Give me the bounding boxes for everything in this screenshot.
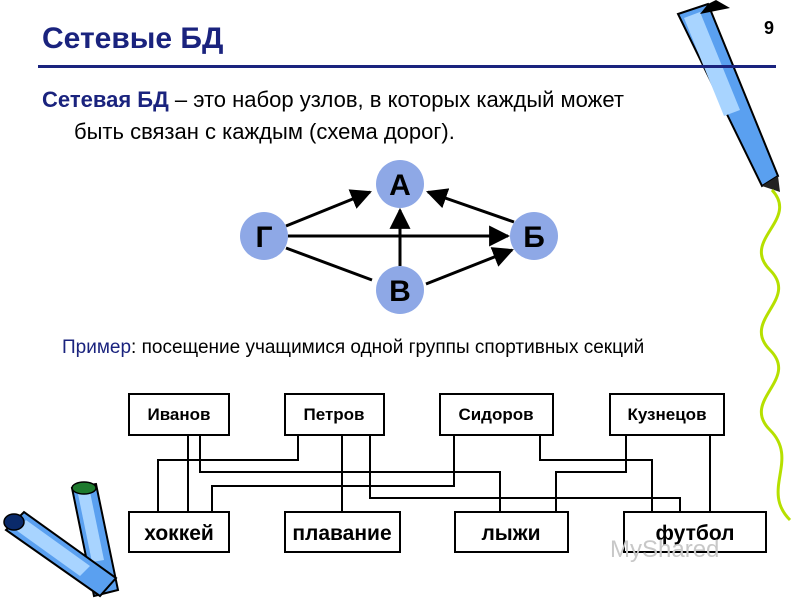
watermark: MyShared bbox=[610, 536, 720, 563]
connector-lines bbox=[157, 435, 711, 512]
student-box-petrov bbox=[284, 393, 385, 436]
graph-node-b bbox=[510, 212, 558, 260]
section-box-skiing bbox=[454, 511, 569, 553]
edge-g-v bbox=[285, 246, 373, 282]
graph-node-b-label: Б bbox=[523, 221, 545, 254]
link-sidorov-hockey bbox=[211, 435, 455, 512]
section-label: футбол bbox=[656, 522, 735, 545]
edge-g-a bbox=[285, 189, 372, 228]
definition-line-2: быть связан с каждым (схема дорог). bbox=[74, 119, 455, 144]
graph-node-g bbox=[240, 212, 288, 260]
example-label: Пример bbox=[62, 337, 132, 358]
edge-b-a bbox=[426, 188, 515, 224]
student-label: Кузнецов bbox=[627, 405, 706, 424]
definition-line-1: – это набор узлов, в которых каждый може… bbox=[168, 87, 624, 112]
example-text: Пример: посещение учащимися одной группы… bbox=[62, 337, 644, 359]
graph-node-a-label: А bbox=[389, 169, 411, 202]
link-ivanov-ski bbox=[199, 435, 501, 512]
section-label: лыжи bbox=[481, 522, 540, 545]
graph-node-g-label: Г bbox=[255, 221, 272, 254]
link-sidorov-football bbox=[539, 435, 653, 512]
section-box-football bbox=[623, 511, 767, 553]
student-box-sidorov bbox=[439, 393, 554, 436]
student-box-kuznetsov bbox=[609, 393, 725, 436]
student-label: Петров bbox=[304, 405, 365, 424]
page-number: 9 bbox=[764, 18, 775, 38]
link-petrov-hockey bbox=[157, 435, 299, 512]
link-petrov-football bbox=[369, 435, 681, 512]
crayon-icon bbox=[676, 0, 780, 192]
page-title: Сетевые БД bbox=[42, 22, 224, 55]
graph-node-v bbox=[376, 266, 424, 314]
student-label: Сидоров bbox=[458, 405, 533, 424]
section-box-hockey bbox=[128, 511, 230, 553]
section-label: хоккей bbox=[144, 522, 214, 545]
graph-node-a bbox=[376, 160, 424, 208]
section-box-swimming bbox=[284, 511, 401, 553]
definition-term: Сетевая БД bbox=[42, 87, 169, 112]
edge-v-b bbox=[425, 247, 514, 286]
crayon-icon bbox=[3, 481, 120, 598]
student-label: Иванов bbox=[147, 405, 210, 424]
title-underline bbox=[38, 65, 776, 68]
example-description: : посещение учащимися одной группы спорт… bbox=[131, 337, 645, 358]
squiggle-decoration bbox=[759, 188, 792, 522]
definition-text: Сетевая БД – это набор узлов, в которых … bbox=[42, 84, 762, 148]
link-kuznetsov-ski bbox=[555, 435, 627, 512]
graph-node-v-label: В bbox=[389, 275, 411, 308]
student-box-ivanov bbox=[128, 393, 230, 436]
section-label: плавание bbox=[292, 522, 391, 545]
